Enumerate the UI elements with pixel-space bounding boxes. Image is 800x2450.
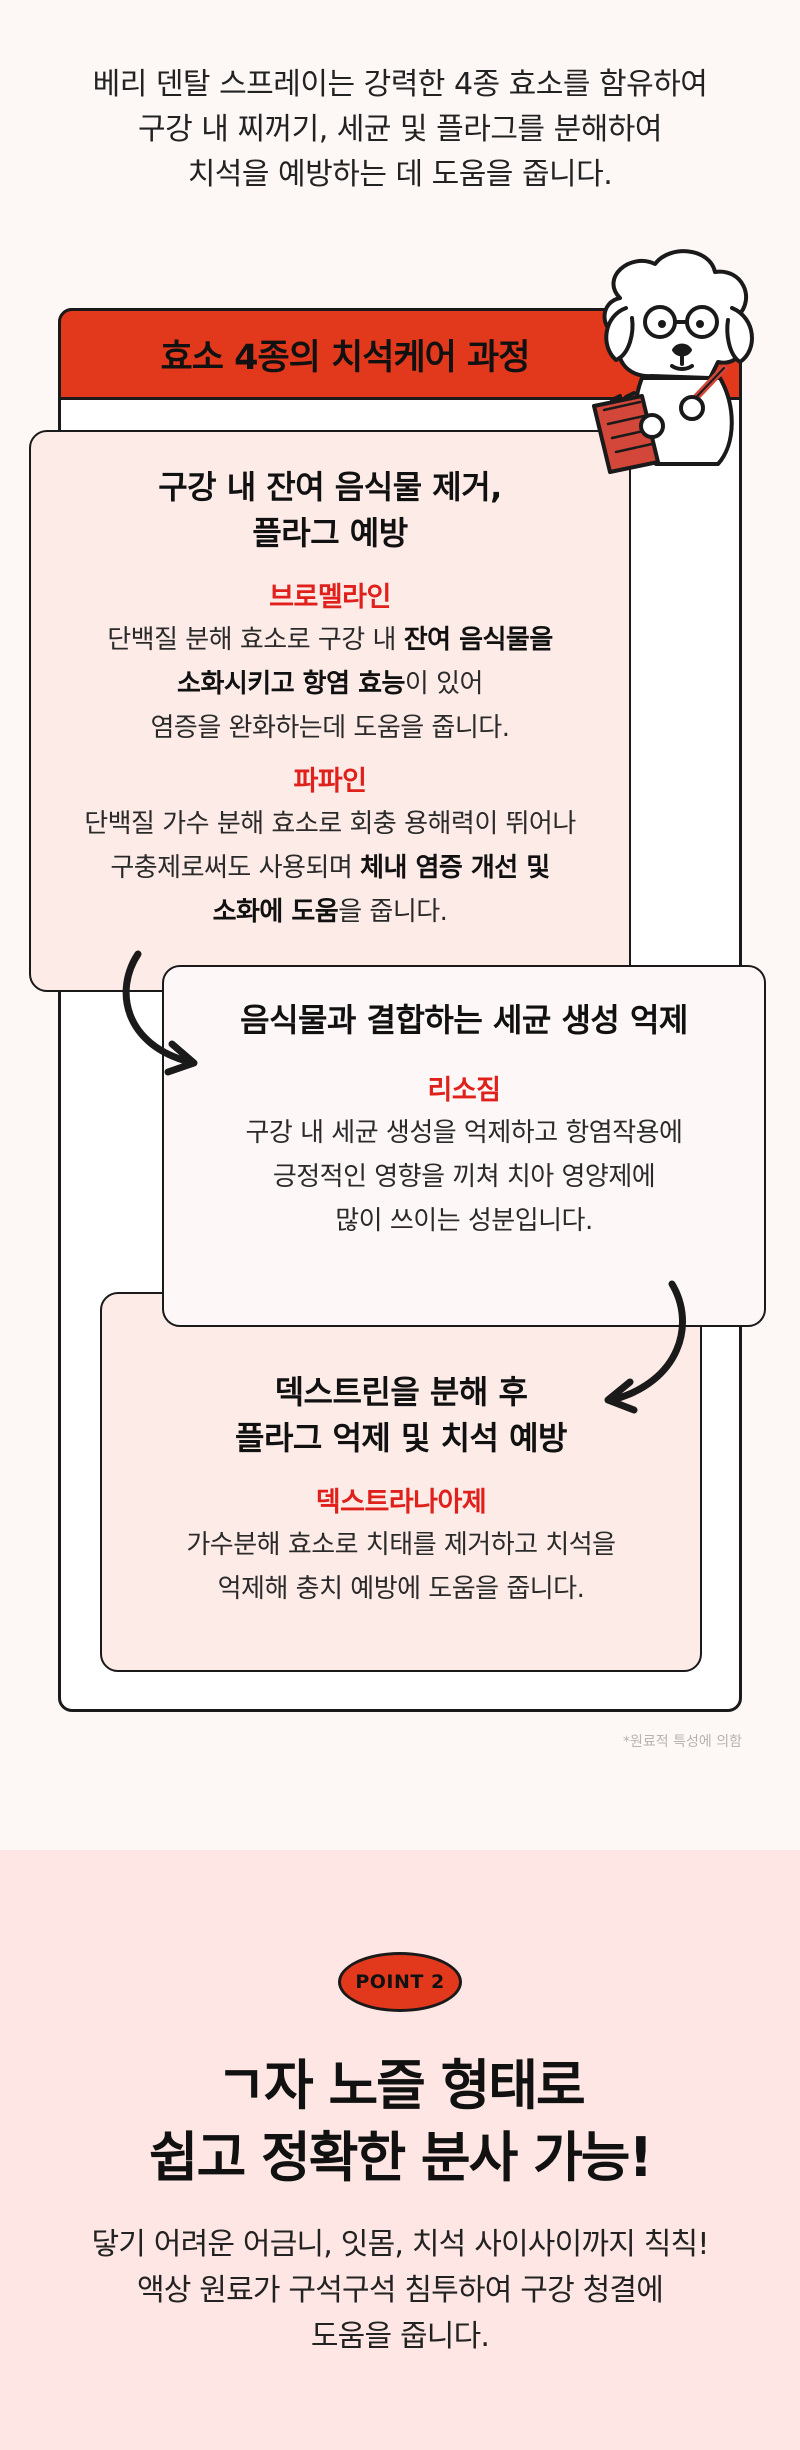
step-card-1: 구강 내 잔여 음식물 제거, 플라그 예방 브로멜라인 단백질 분해 효소로 … bbox=[29, 430, 631, 992]
step-title: 음식물과 결합하는 세균 생성 억제 bbox=[164, 997, 764, 1043]
desc-text: 염증을 완화하는데 도움을 줍니다. bbox=[150, 713, 510, 743]
step-title: 덱스트린을 분해 후 플라그 억제 및 치석 예방 bbox=[102, 1369, 700, 1461]
desc-text: 구강 내 세균 생성을 억제하고 항염작용에 bbox=[245, 1118, 683, 1148]
step-title: 구강 내 잔여 음식물 제거, 플라그 예방 bbox=[31, 464, 629, 556]
desc-text: 구충제로써도 사용되며 bbox=[110, 853, 361, 883]
desc-text: 많이 쓰이는 성분입니다. bbox=[335, 1206, 593, 1236]
point-badge: POINT 2 bbox=[338, 1952, 462, 2012]
intro-line: 치석을 예방하는 데 도움을 줍니다. bbox=[187, 157, 613, 192]
intro-line: 구강 내 찌꺼기, 세균 및 플라그를 분해하여 bbox=[138, 112, 662, 147]
desc-text: 긍정적인 영향을 끼쳐 치아 영양제에 bbox=[272, 1162, 656, 1192]
point-desc-line: 도움을 줍니다. bbox=[310, 2319, 490, 2354]
ingredient-name: 브로멜라인 bbox=[269, 582, 391, 613]
desc-bold: 소화에 도움 bbox=[212, 897, 339, 927]
desc-text: 단백질 분해 효소로 구강 내 bbox=[107, 625, 404, 655]
desc-bold: 체내 염증 개선 및 bbox=[360, 853, 550, 883]
step-card-2: 음식물과 결합하는 세균 생성 억제 리소짐 구강 내 세균 생성을 억제하고 … bbox=[162, 965, 766, 1327]
point-title-line: 쉽고 정확한 분사 가능! bbox=[148, 2126, 653, 2189]
desc-text: 이 있어 bbox=[404, 669, 484, 699]
point-section bbox=[0, 1850, 800, 2450]
ingredient-name: 파파인 bbox=[293, 766, 367, 797]
card-header-title: 효소 4종의 치석케어 과정 bbox=[160, 337, 531, 378]
desc-bold: 소화시키고 항염 효능 bbox=[177, 669, 405, 699]
desc-bold: 잔여 음식물을 bbox=[403, 625, 554, 655]
step-title-line: 플라그 억제 및 치석 예방 bbox=[235, 1419, 567, 1457]
ingredient-name: 덱스트라나아제 bbox=[315, 1487, 487, 1518]
step-title-line: 덱스트린을 분해 후 bbox=[274, 1373, 528, 1411]
point-description: 닿기 어려운 어금니, 잇몸, 치석 사이사이까지 칙칙! 액상 원료가 구석구… bbox=[0, 2222, 800, 2360]
intro-line: 베리 덴탈 스프레이는 강력한 4종 효소를 함유하여 bbox=[92, 67, 708, 102]
desc-text: 을 줍니다. bbox=[338, 897, 448, 927]
step-title-line: 구강 내 잔여 음식물 제거, bbox=[158, 468, 502, 506]
footnote: *원료적 특성에 의함 bbox=[623, 1734, 742, 1750]
point-title-line: ㄱ자 노즐 형태로 bbox=[216, 2054, 585, 2117]
step-title-line: 음식물과 결합하는 세균 생성 억제 bbox=[240, 1001, 688, 1039]
dog-mascot-icon bbox=[592, 249, 754, 474]
desc-text: 가수분해 효소로 치태를 제거하고 치석을 bbox=[186, 1530, 616, 1560]
point-desc-line: 액상 원료가 구석구석 침투하여 구강 청결에 bbox=[136, 2273, 664, 2308]
ingredient-desc: 가수분해 효소로 치태를 제거하고 치석을 억제해 충치 예방에 도움을 줍니다… bbox=[102, 1523, 700, 1611]
curved-arrow-icon bbox=[604, 1280, 686, 1414]
curved-arrow-icon bbox=[122, 950, 198, 1076]
step-card-3: 덱스트린을 분해 후 플라그 억제 및 치석 예방 덱스트라나아제 가수분해 효… bbox=[100, 1292, 702, 1672]
ingredient-desc: 단백질 가수 분해 효소로 회충 용해력이 뛰어나 구충제로써도 사용되며 체내… bbox=[31, 802, 629, 934]
ingredient-desc: 단백질 분해 효소로 구강 내 잔여 음식물을 소화시키고 항염 효능이 있어 … bbox=[31, 618, 629, 750]
desc-text: 단백질 가수 분해 효소로 회충 용해력이 뛰어나 bbox=[84, 809, 576, 839]
ingredient-name: 리소짐 bbox=[427, 1075, 501, 1106]
step-title-line: 플라그 예방 bbox=[252, 514, 408, 552]
point-desc-line: 닿기 어려운 어금니, 잇몸, 치석 사이사이까지 칙칙! bbox=[91, 2227, 709, 2262]
ingredient-desc: 구강 내 세균 생성을 억제하고 항염작용에 긍정적인 영향을 끼쳐 치아 영양… bbox=[164, 1111, 764, 1243]
desc-text: 억제해 충치 예방에 도움을 줍니다. bbox=[217, 1574, 585, 1604]
intro-text: 베리 덴탈 스프레이는 강력한 4종 효소를 함유하여 구강 내 찌꺼기, 세균… bbox=[0, 62, 800, 197]
point-title: ㄱ자 노즐 형태로 쉽고 정확한 분사 가능! bbox=[0, 2050, 800, 2194]
